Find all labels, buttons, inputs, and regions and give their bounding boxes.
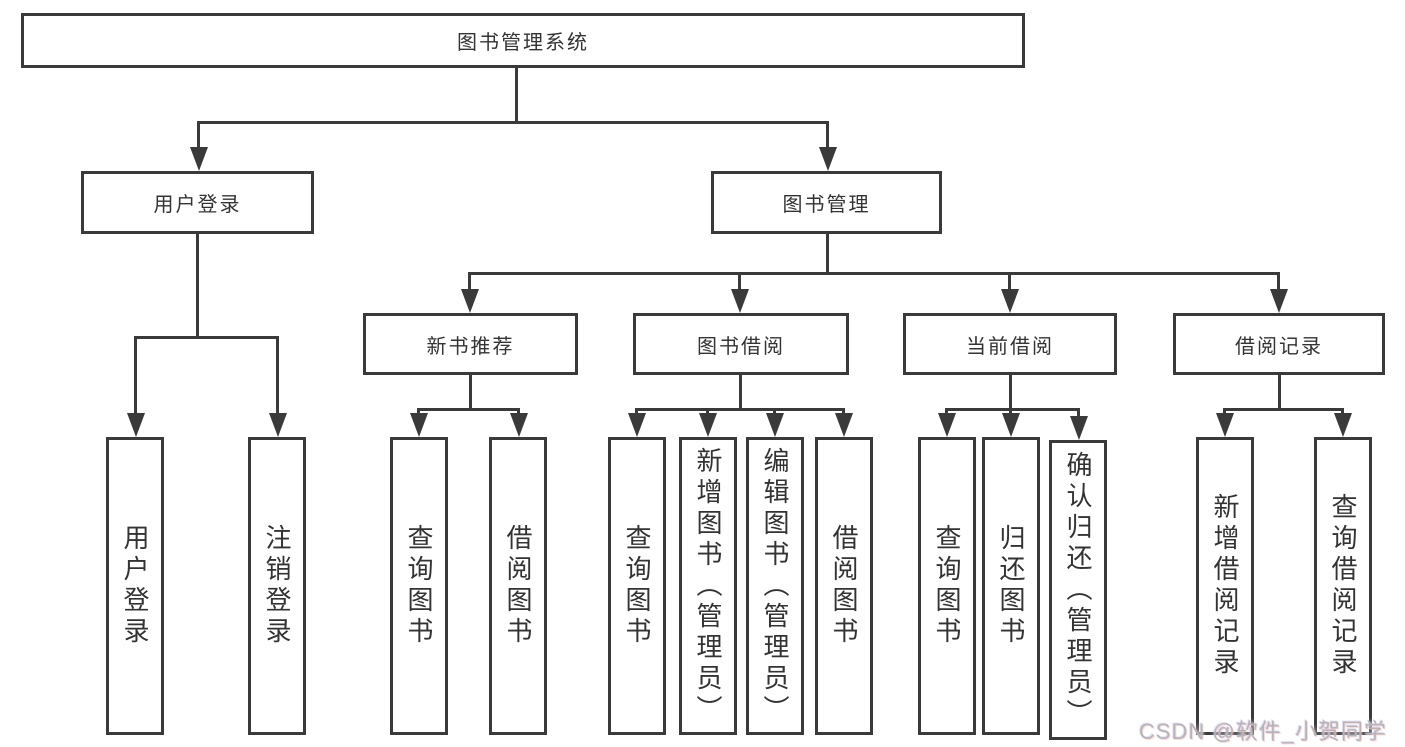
leaf-label: 查询借阅记录 [1328,493,1358,679]
leaf-label: 查询图书 [932,524,962,648]
leaf-bb-add-books-admin: 新增图书（管理员） [679,437,737,735]
leaf-user-login: 用户登录 [106,437,164,735]
connector-arrow-bb-add-books [706,408,709,413]
leaf-label: 借阅图书 [503,524,533,648]
leaf-label: 归还图书 [996,524,1026,648]
node-new-book-recommend: 新书推荐 [363,313,578,375]
leaf-label: 借阅图书 [829,524,859,648]
connector-root-stem [515,66,518,121]
connector-arrow-nb-borrow-books [517,408,520,413]
leaf-nb-borrow-books: 借阅图书 [489,437,547,735]
node-label: 当前借阅 [966,335,1054,358]
node-label: 新书推荐 [426,335,515,358]
node-book-management: 图书管理 [711,171,942,234]
node-user-login: 用户登录 [81,171,314,234]
leaf-bb-query-books: 查询图书 [608,437,666,735]
connector-arrow-leaf-logout [276,336,279,413]
leaf-nb-query-books: 查询图书 [390,437,448,735]
connector-arrow-user-login [197,121,200,147]
leaf-bb-edit-books-admin: 编辑图书（管理员） [746,437,804,735]
node-book-borrowing: 图书借阅 [633,313,849,375]
leaf-cb-return-books: 归还图书 [982,437,1040,735]
connector-records-rail [1223,408,1344,411]
connector-current-stem [1009,375,1012,408]
connector-arrow-borrow-records [1277,272,1280,289]
leaf-label: 用户登录 [120,524,150,648]
connector-arrow-bb-query-books [635,408,638,413]
connector-book-management-stem [826,234,829,272]
connector-arrow-cb-return-books [1009,408,1012,413]
connector-arrow-leaf-user-login [134,336,137,413]
connector-arrow-bb-edit-books [773,408,776,413]
leaf-logout: 注销登录 [248,437,306,735]
node-current-borrowing: 当前借阅 [903,313,1117,375]
leaf-label: 新增图书（管理员） [693,446,723,726]
connector-arrow-new-book-recommend [468,272,471,289]
node-library-management-system: 图书管理系统 [21,13,1025,68]
leaf-label: 编辑图书（管理员） [760,446,790,726]
node-label: 用户登录 [153,194,242,216]
leaf-label: 确认归还（管理员） [1063,450,1093,730]
connector-current-rail [945,408,1080,411]
node-label: 借阅记录 [1235,335,1323,358]
connector-borrowing-rail [635,408,845,411]
connector-arrow-book-management [826,121,829,147]
connector-arrow-nb-query-books [417,408,420,413]
node-label: 图书管理系统 [457,32,589,54]
connector-root-rail [197,121,829,124]
connector-arrow-cb-confirm-return [1077,408,1080,416]
leaf-bb-borrow-books: 借阅图书 [815,437,873,735]
leaf-br-add-borrow-record: 新增借阅记录 [1196,437,1254,735]
connector-new-book-stem [469,375,472,408]
node-borrow-records: 借阅记录 [1173,313,1385,375]
connector-arrow-book-borrowing [738,272,741,289]
connector-borrowing-stem [739,375,742,408]
connector-book-management-rail [468,272,1280,275]
leaf-label: 新增借阅记录 [1210,493,1240,679]
csdn-watermark: CSDN @软件_小贺同学 [1138,719,1387,744]
leaf-br-query-borrow-record: 查询借阅记录 [1314,437,1372,735]
connector-records-stem [1278,375,1281,408]
connector-arrow-bb-borrow-books [842,408,845,413]
leaf-cb-confirm-return-admin: 确认归还（管理员） [1049,440,1107,740]
connector-new-book-rail [417,408,520,411]
connector-arrow-br-query-record [1341,408,1344,413]
connector-user-login-stem [196,234,199,336]
leaf-cb-query-books: 查询图书 [918,437,976,735]
leaf-label: 查询图书 [622,524,652,648]
connector-arrow-cb-query-books [945,408,948,413]
connector-arrow-current-borrowing [1008,272,1011,289]
connector-user-login-rail [134,336,279,339]
connector-arrow-br-add-record [1223,408,1226,413]
node-label: 图书管理 [782,194,871,216]
leaf-label: 注销登录 [262,524,292,648]
leaf-label: 查询图书 [404,524,434,648]
node-label: 图书借阅 [697,335,785,358]
